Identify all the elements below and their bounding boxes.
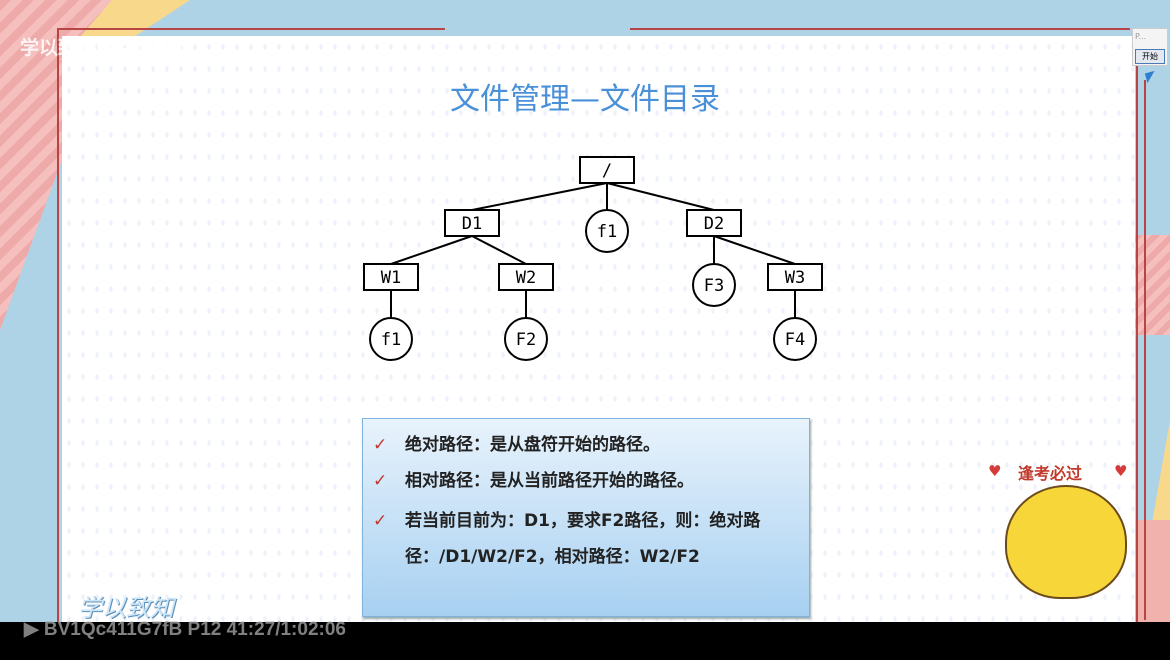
tree-node-box <box>498 263 554 291</box>
border-line <box>57 28 445 30</box>
slide-title: 文件管理—文件目录 <box>450 82 720 117</box>
popup-window: P... 开始 <box>1132 28 1168 66</box>
tree-node-box <box>579 156 635 184</box>
tree-edge <box>606 182 715 211</box>
notes-box: ✓绝对路径：是从盘符开始的路径。 ✓相对路径：是从当前路径开始的路径。 ✓若当前… <box>362 418 810 617</box>
slide <box>62 36 1135 622</box>
tree-node-label: W2 <box>516 268 536 288</box>
tree-node-circle <box>369 317 413 361</box>
tree-node-label: / <box>602 161 612 181</box>
tree-node-box <box>444 209 500 237</box>
heart-icon: ♥ <box>1114 462 1128 480</box>
video-info: ▶ BV1Qc411G7fB P12 41:27/1:02:06 <box>24 619 346 640</box>
tree-node-circle <box>773 317 817 361</box>
tree-edge <box>471 235 527 265</box>
decor-pink-right <box>1135 520 1170 622</box>
calligraphy-logo: 学以致知 <box>78 594 174 622</box>
mascot-caption: 逢考必过 <box>1018 464 1083 483</box>
tree-node-circle <box>585 209 629 253</box>
border-line <box>1136 28 1138 622</box>
mascot-image <box>1005 485 1127 599</box>
check-icon: ✓ <box>373 471 388 491</box>
tree-node-label: D2 <box>704 214 724 234</box>
tree-edge <box>713 235 796 265</box>
tree-node-box <box>363 263 419 291</box>
tree-edge <box>390 235 473 265</box>
tree-node-label: F3 <box>704 276 724 296</box>
tree-node-label: D1 <box>462 214 482 234</box>
decor-stripes-right <box>1135 235 1170 335</box>
tree-node-label: F2 <box>516 330 536 350</box>
check-icon: ✓ <box>373 511 388 531</box>
tree-node-label: W1 <box>381 268 401 288</box>
tree-node-box <box>686 209 742 237</box>
start-button[interactable]: 开始 <box>1135 49 1165 64</box>
check-icon: ✓ <box>373 435 388 455</box>
border-line <box>57 28 59 622</box>
tree-node-label: W3 <box>785 268 805 288</box>
tree-node-circle <box>504 317 548 361</box>
video-bar <box>0 622 1170 660</box>
tree-node-box <box>767 263 823 291</box>
heart-icon: ♥ <box>988 462 1002 480</box>
border-line <box>630 28 1130 30</box>
tree-node-label: f1 <box>381 330 401 350</box>
tree-node-circle <box>692 263 736 307</box>
border-line <box>1144 80 1146 620</box>
tree-node-label: F4 <box>785 330 805 350</box>
tree-node-label: f1 <box>597 222 617 242</box>
tree-edge <box>471 182 608 211</box>
watermark: 学以致知Learning <box>20 37 191 59</box>
